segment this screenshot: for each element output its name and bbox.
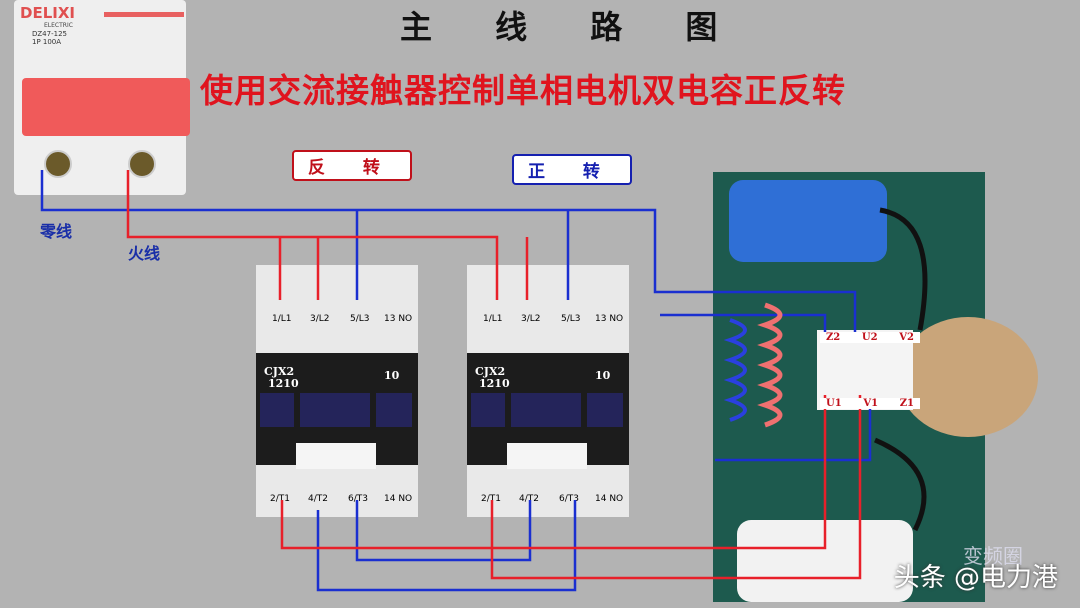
out-wire: [490, 395, 862, 580]
watermark: 头条 @电力港: [893, 563, 1058, 593]
live-wires: [126, 170, 862, 580]
contactor-aux: 10: [595, 369, 611, 382]
terminal-screw-icon: [44, 150, 72, 178]
watermark-secondary: 变频圈: [963, 544, 1023, 568]
contactor-reverse: CJX2 1210 10 1/L1 3/L2 5/L3 13 NO 2/T1 4…: [256, 265, 418, 517]
term-label: 4/T2: [519, 494, 539, 504]
winding-blue: [715, 400, 872, 462]
term-label: 6/T3: [348, 494, 368, 504]
term-label: 2/T1: [481, 494, 501, 504]
term-label: 13 NO: [595, 314, 624, 324]
contactor-aux: 10: [384, 369, 400, 382]
terminal-u2: U2: [861, 332, 878, 343]
out-wire: [280, 395, 827, 550]
contactor-model: CJX2: [475, 365, 506, 378]
breaker-sub: ELECTRIC: [44, 22, 73, 29]
live-label: 火线: [128, 244, 161, 263]
reverse-tag: 反 转: [292, 150, 412, 181]
circuit-breaker: DELIXI ELECTRIC DZ47-125 1P 100A: [14, 0, 190, 195]
winding-red-coil: [757, 302, 783, 428]
winding-blue-coil: [723, 318, 747, 422]
motor-label-top: Z2 U2 V2: [820, 332, 920, 343]
terminal-screw-icon: [128, 150, 156, 178]
term-label: 5/L3: [350, 314, 370, 324]
term-label: 1/L1: [483, 314, 503, 324]
contactor-code: 1210: [479, 377, 510, 390]
page-subtitle: 使用交流接触器控制单相电机双电容正反转: [200, 71, 846, 110]
terminal-v1: V1: [863, 398, 879, 409]
motor-label-bottom: U1 V1 Z1: [820, 398, 920, 409]
terminal-z1: Z1: [899, 398, 914, 409]
term-label: 4/T2: [308, 494, 328, 504]
terminal-z2: Z2: [826, 332, 841, 343]
terminal-u1: U1: [826, 398, 842, 409]
term-label: 14 NO: [384, 494, 413, 504]
motor-board: [713, 172, 1038, 602]
neutral-wire: [40, 170, 857, 340]
neutral-wires: [40, 170, 872, 592]
forward-tag: 正 转: [512, 154, 632, 185]
breaker-handle[interactable]: [22, 78, 190, 136]
neutral-label: 零线: [40, 222, 73, 241]
cross-wire: [355, 500, 532, 562]
term-label: 14 NO: [595, 494, 624, 504]
run-capacitor-blue: [729, 180, 887, 262]
term-label: 5/L3: [561, 314, 581, 324]
motor-z2-wire: [660, 313, 827, 340]
breaker-rating: 1P 100A: [32, 38, 62, 46]
cross-wire: [316, 500, 577, 592]
term-label: 13 NO: [384, 314, 413, 324]
term-label: 1/L1: [272, 314, 292, 324]
breaker-model: DZ47-125: [32, 30, 67, 38]
term-label: 6/T3: [559, 494, 579, 504]
term-label: 2/T1: [270, 494, 290, 504]
centrifugal-switch: [898, 317, 1038, 437]
contactor-code: 1210: [268, 377, 299, 390]
page-title: 主 线 路 图: [400, 8, 744, 46]
term-label: 3/L2: [521, 314, 541, 324]
terminal-v2: V2: [899, 332, 914, 343]
live-wire: [126, 170, 499, 300]
motor-terminal-block: [817, 330, 913, 410]
capacitor-lead: [874, 207, 928, 532]
term-label: 3/L2: [310, 314, 330, 324]
breaker-brand: DELIXI: [20, 4, 75, 22]
contactor-model: CJX2: [264, 365, 295, 378]
contactor-forward: CJX2 1210 10 1/L1 3/L2 5/L3 13 NO 2/T1 4…: [467, 265, 629, 517]
